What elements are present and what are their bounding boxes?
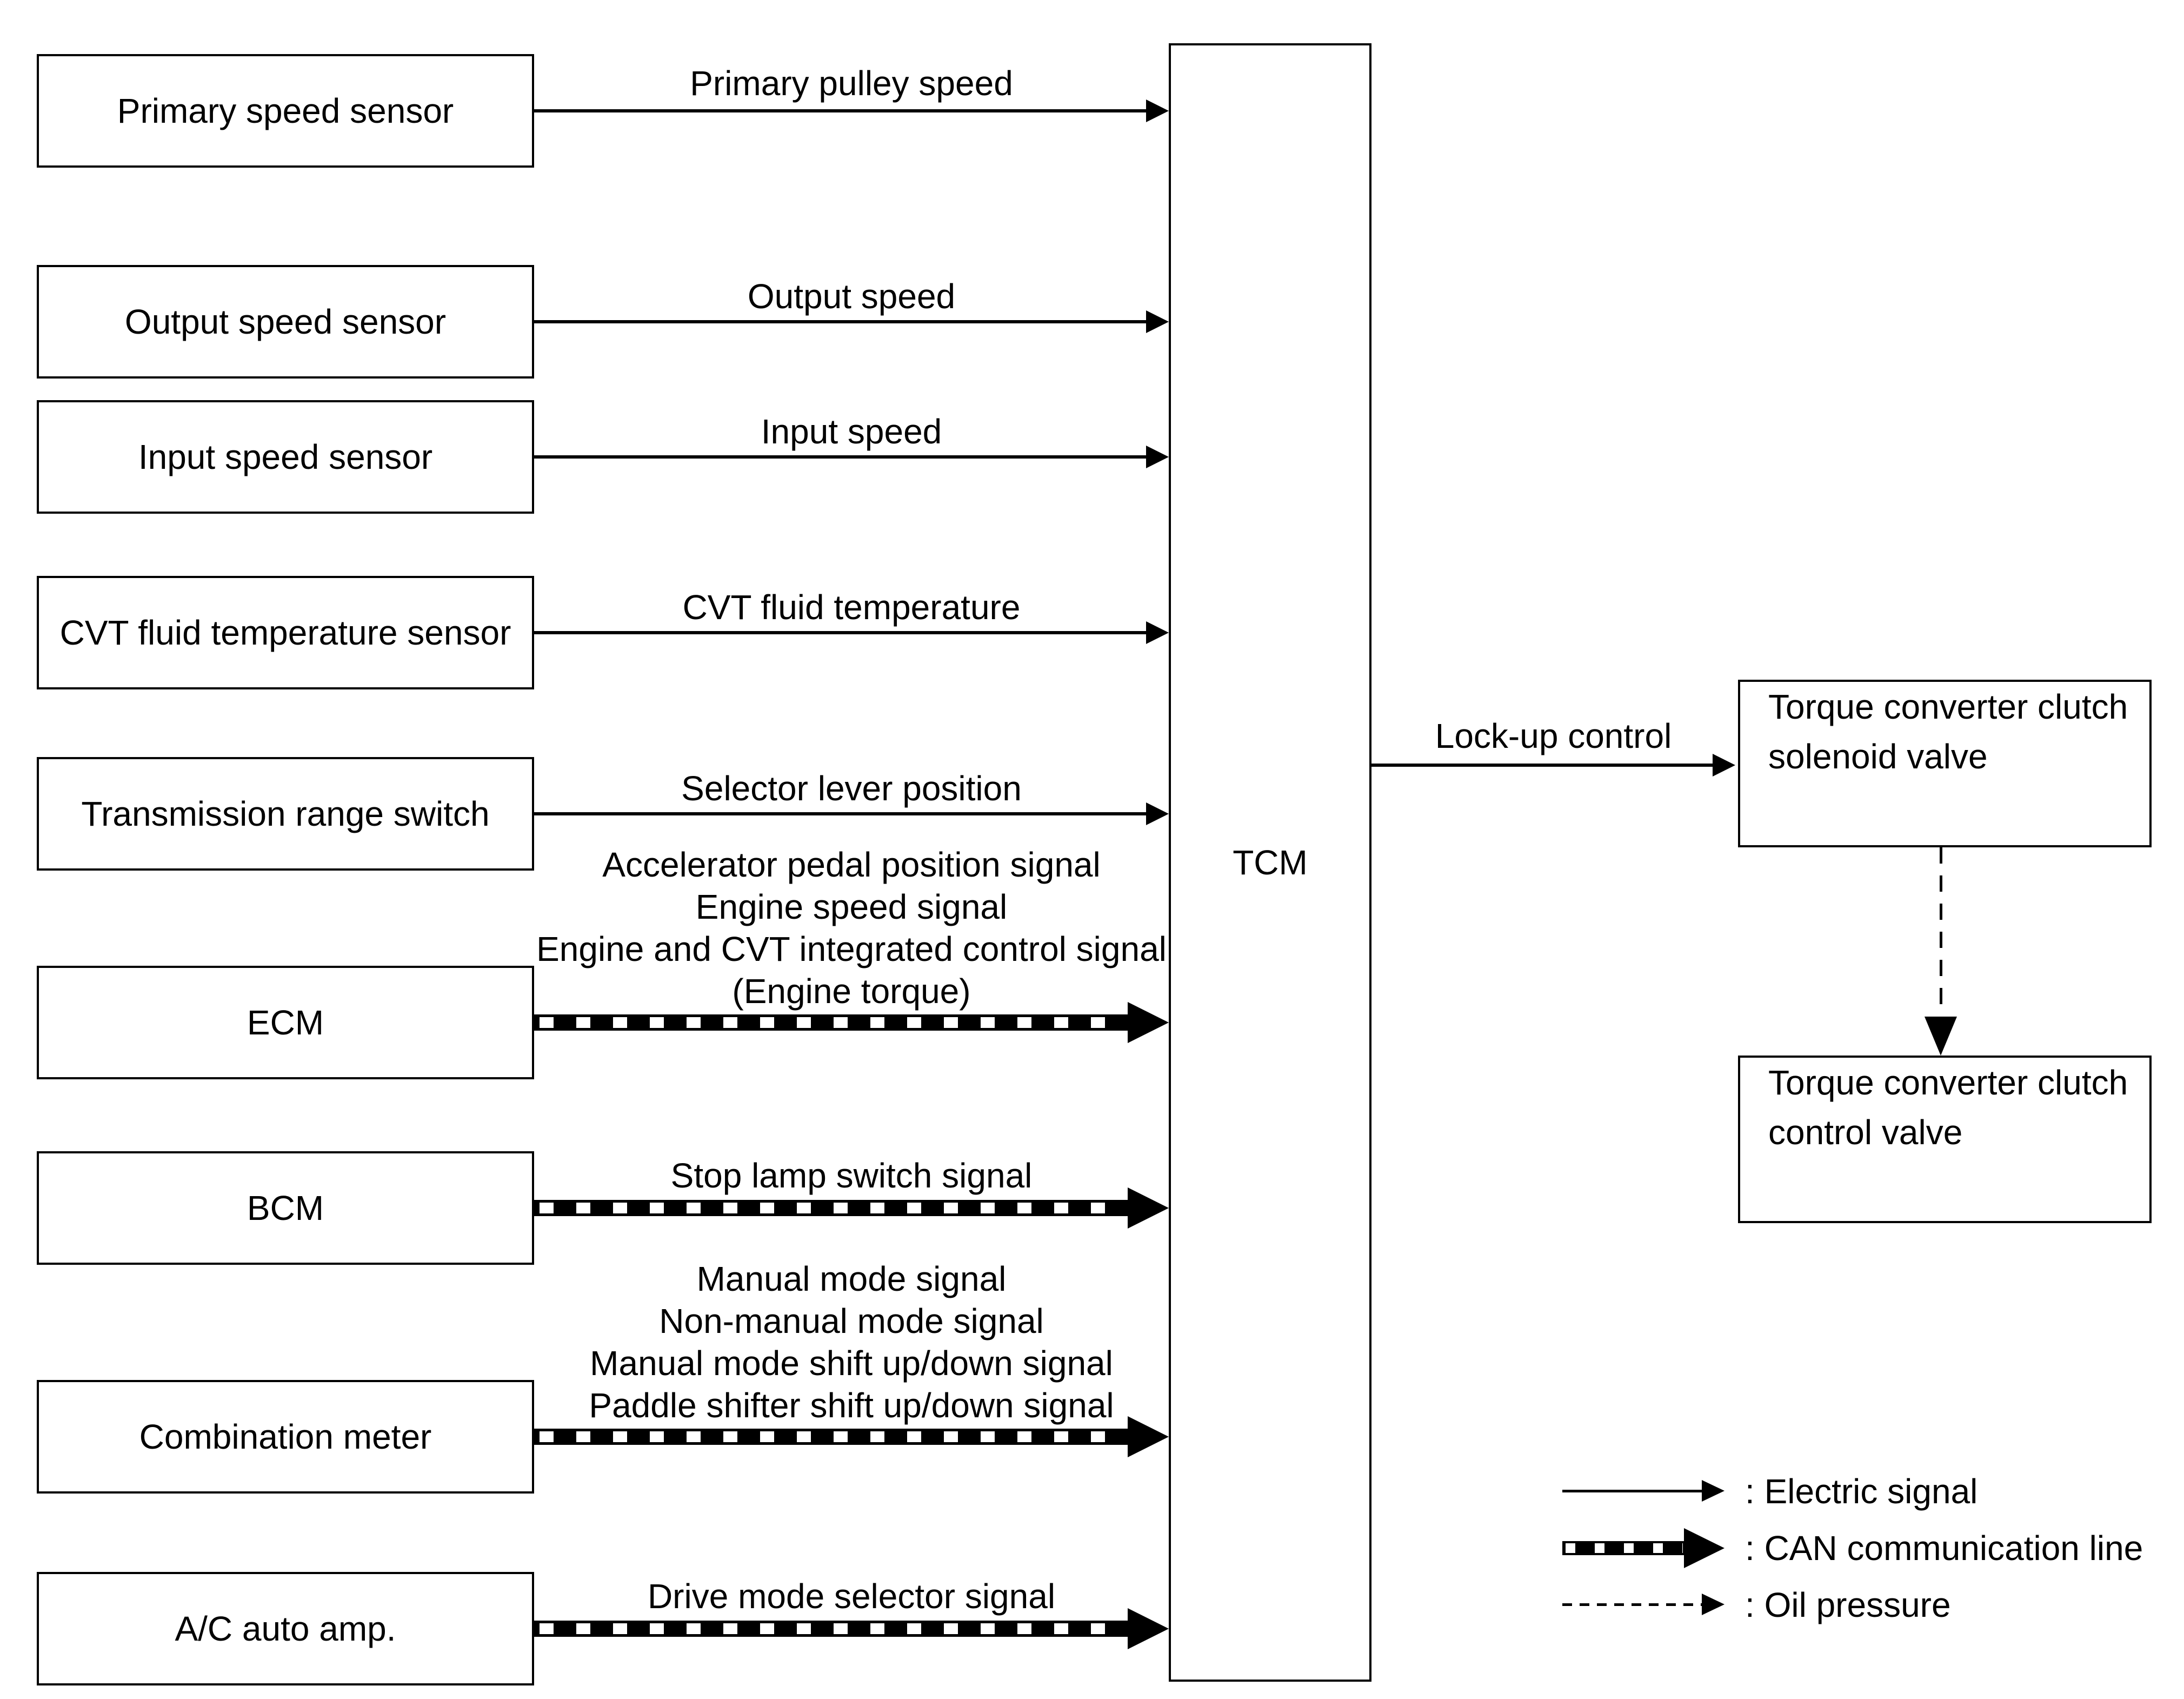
can-arrow-dashes <box>540 1017 1127 1028</box>
box-transmission-range-switch: Transmission range switch <box>37 757 534 871</box>
box-label: Transmission range switch <box>81 794 490 833</box>
can-arrow-dashes <box>540 1203 1127 1213</box>
can-arrow-head <box>1128 1002 1169 1043</box>
can-communication-icon <box>1562 1527 1724 1570</box>
lockup-arrow-head <box>1713 754 1735 777</box>
signal-label-ecm-can: Accelerator pedal position signal Engine… <box>536 845 1167 1011</box>
oil-pressure-icon <box>1562 1583 1724 1627</box>
box-label: Combination meter <box>139 1417 432 1456</box>
tcm-label: TCM <box>1233 843 1308 882</box>
electric-arrow-head <box>1146 446 1169 468</box>
oil-pressure-arrow-head <box>1925 1017 1957 1056</box>
can-arrow-head <box>1128 1187 1169 1229</box>
electric-arrow-head <box>1146 621 1169 644</box>
legend-label: : Oil pressure <box>1745 1585 1951 1624</box>
box-bcm: BCM <box>37 1151 534 1265</box>
signal-label-stop-lamp-switch: Stop lamp switch signal <box>670 1156 1033 1195</box>
can-arrow-band <box>534 1621 1128 1637</box>
signal-label-output-speed: Output speed <box>747 277 956 316</box>
box-torque-converter-clutch-solenoid-valve: Torque converter clutch solenoid valve <box>1738 680 2152 847</box>
box-label: A/C auto amp. <box>175 1609 396 1648</box>
electric-arrow-line <box>534 109 1146 112</box>
signal-label-selector-lever-position: Selector lever position <box>681 769 1022 808</box>
signal-label-drive-mode-selector: Drive mode selector signal <box>647 1577 1056 1616</box>
box-cvt-fluid-temperature-sensor: CVT fluid temperature sensor <box>37 576 534 689</box>
lockup-arrow-line <box>1371 764 1713 767</box>
electric-arrow-head <box>1146 310 1169 333</box>
oil-pressure-arrow-line <box>1940 847 1942 1015</box>
legend-label: : Electric signal <box>1745 1472 1978 1511</box>
can-arrow-band <box>534 1429 1128 1445</box>
signal-label-cvt-fluid-temperature: CVT fluid temperature <box>682 588 1021 627</box>
signal-label-primary-pulley-speed: Primary pulley speed <box>690 64 1013 103</box>
lockup-control-label: Lock-up control <box>1435 716 1672 755</box>
box-combination-meter: Combination meter <box>37 1380 534 1494</box>
box-ecm: ECM <box>37 966 534 1079</box>
box-label: ECM <box>247 1003 324 1042</box>
electric-arrow-line <box>534 455 1146 459</box>
legend-label: : CAN communication line <box>1745 1529 2143 1568</box>
box-output-speed-sensor: Output speed sensor <box>37 265 534 379</box>
can-arrow-head <box>1128 1416 1169 1457</box>
electric-arrow-head <box>1146 99 1169 122</box>
box-label: CVT fluid temperature sensor <box>59 613 511 652</box>
electric-signal-icon <box>1562 1470 1724 1513</box>
can-arrow-band <box>534 1200 1128 1216</box>
box-torque-converter-clutch-control-valve: Torque converter clutch control valve <box>1738 1056 2152 1223</box>
box-tcm: TCM <box>1169 43 1371 1682</box>
can-arrow-head <box>1128 1608 1169 1649</box>
box-label: Primary speed sensor <box>117 91 454 130</box>
signal-label-combination-meter-can: Manual mode signal Non-manual mode signa… <box>589 1259 1114 1425</box>
box-label: Input speed sensor <box>138 437 433 476</box>
box-ac-auto-amp: A/C auto amp. <box>37 1572 534 1685</box>
box-label: Output speed sensor <box>124 302 447 341</box>
signal-label-input-speed: Input speed <box>761 412 942 451</box>
electric-arrow-line <box>534 812 1146 815</box>
box-input-speed-sensor: Input speed sensor <box>37 400 534 514</box>
can-arrow-band <box>534 1014 1128 1031</box>
electric-arrow-line <box>534 320 1146 323</box>
can-arrow-dashes <box>540 1431 1127 1442</box>
electric-arrow-line <box>534 631 1146 634</box>
electric-arrow-head <box>1146 802 1169 825</box>
can-arrow-dashes <box>540 1623 1127 1634</box>
box-label: BCM <box>247 1189 324 1227</box>
box-primary-speed-sensor: Primary speed sensor <box>37 54 534 168</box>
